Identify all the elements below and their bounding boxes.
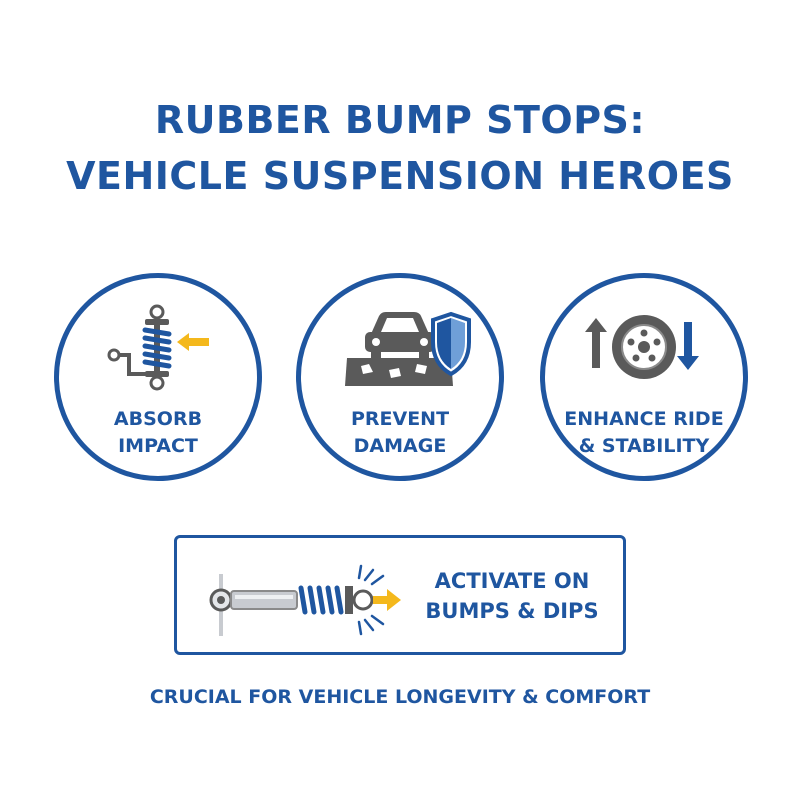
footer-tagline: CRUCIAL FOR VEHICLE LONGEVITY & COMFORT (149, 686, 651, 708)
activation-label: ACTIVATE ON BUMPS & DIPS (425, 569, 599, 623)
car-shield-icon (345, 311, 471, 386)
feature-label: ABSORB IMPACT (113, 408, 203, 457)
wheel-arrows-icon (585, 315, 699, 379)
shock-absorber-icon (209, 564, 401, 636)
feature-label: ENHANCE RIDE & STABILITY (564, 408, 724, 457)
feature-label: PREVENT DAMAGE (350, 408, 450, 457)
feature-prevent-damage: PREVENT DAMAGE (296, 273, 504, 481)
page-title: RUBBER BUMP STOPS: VEHICLE SUSPENSION HE… (0, 92, 800, 204)
title-line-2: VEHICLE SUSPENSION HEROES (66, 154, 734, 198)
feature-enhance-ride: ENHANCE RIDE & STABILITY (540, 273, 748, 481)
coil-spring-arrow-icon (107, 304, 209, 391)
title-line-1: RUBBER BUMP STOPS: (154, 98, 646, 142)
activation-panel: ACTIVATE ON BUMPS & DIPS (174, 535, 626, 655)
feature-absorb-impact: ABSORB IMPACT (54, 273, 262, 481)
